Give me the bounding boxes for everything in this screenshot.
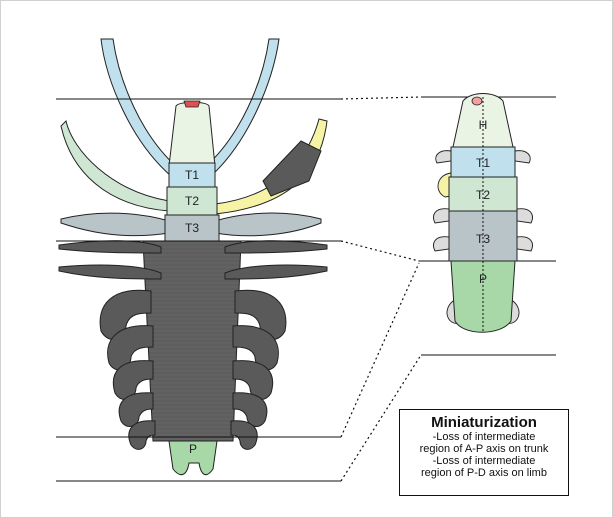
right-label-t1: T1 xyxy=(476,156,490,170)
miniaturization-callout: Miniaturization -Loss of intermediate re… xyxy=(399,409,569,496)
callout-line-2: region of A-P axis on trunk xyxy=(400,443,568,455)
right-leg-3l xyxy=(434,209,449,223)
left-specimen: T1 T2 T3 P xyxy=(59,39,327,475)
right-mouth xyxy=(472,97,482,105)
left-head-limb-left xyxy=(101,39,179,176)
callout-line-3: -Loss of intermediate xyxy=(400,455,568,467)
right-label-p: P xyxy=(479,272,487,286)
right-label-t3: T3 xyxy=(476,232,490,246)
right-leg-4r xyxy=(517,237,532,251)
right-label-t2: T2 xyxy=(476,188,490,202)
callout-title: Miniaturization xyxy=(400,414,568,431)
left-label-t3: T3 xyxy=(185,221,199,235)
left-t3-limb-right xyxy=(215,213,321,236)
right-leg-1l xyxy=(436,151,451,163)
left-mouth xyxy=(184,101,200,107)
left-t2-limb-left xyxy=(61,121,169,211)
left-t3-limb-left xyxy=(61,213,169,236)
right-leg-4l xyxy=(434,237,449,251)
left-label-p: P xyxy=(189,442,197,456)
left-label-t2: T2 xyxy=(185,194,199,208)
connector-top xyxy=(341,97,421,99)
left-trunk xyxy=(143,241,241,441)
left-head xyxy=(169,102,215,166)
right-leg-3r xyxy=(517,209,532,223)
right-specimen: H T1 T2 T3 P xyxy=(434,94,533,334)
right-label-h: H xyxy=(479,118,488,132)
left-label-t1: T1 xyxy=(185,168,199,182)
callout-line-1: -Loss of intermediate xyxy=(400,431,568,443)
left-t2-limb-right-tip xyxy=(263,141,321,196)
connector-mid xyxy=(341,241,419,261)
left-fan-left-1 xyxy=(59,241,161,253)
left-fan-right-1 xyxy=(225,241,327,253)
right-leg-1r xyxy=(515,151,530,163)
callout-line-4: region of P-D axis on limb xyxy=(400,467,568,479)
